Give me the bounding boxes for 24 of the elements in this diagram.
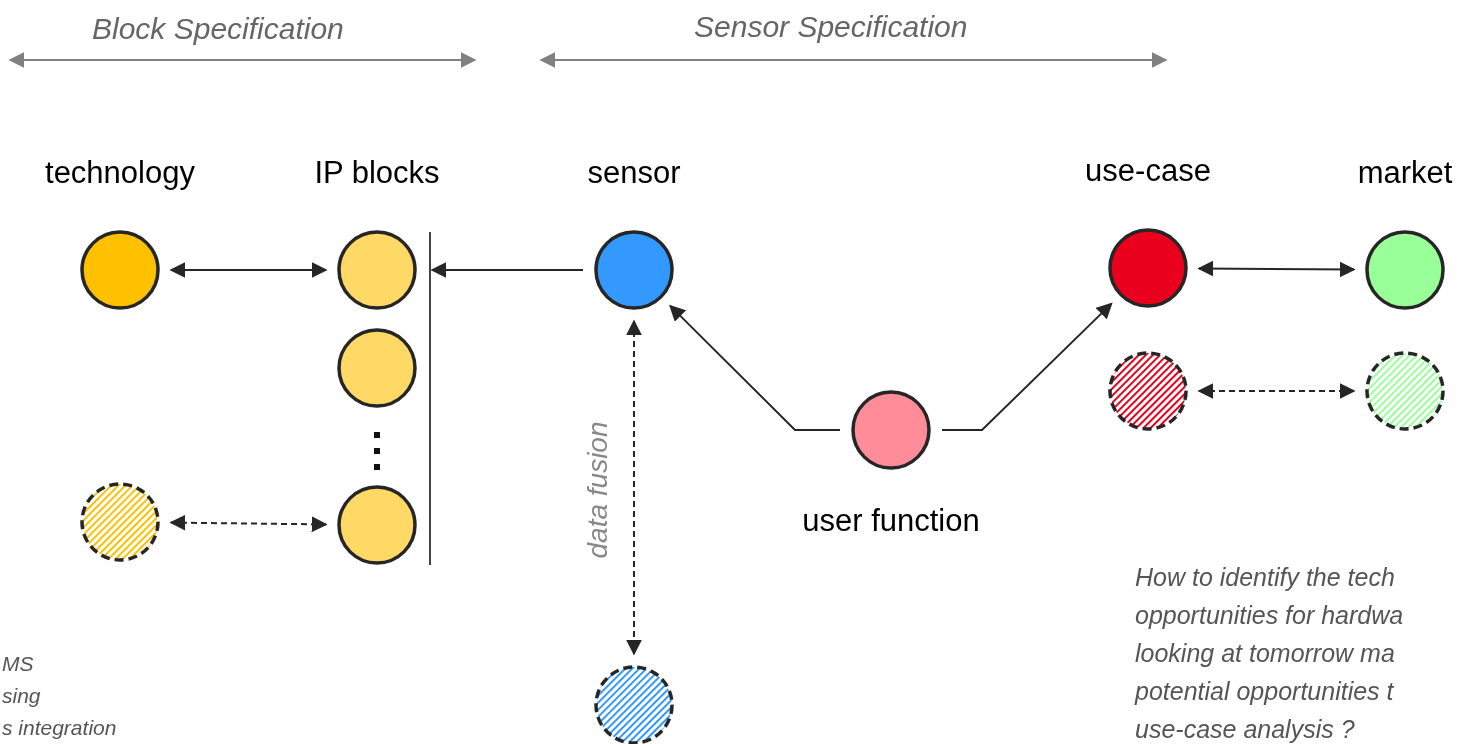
note-text: Sensor Specification [694, 9, 968, 45]
note-text: opportunities for hardwa [1135, 600, 1404, 631]
arrow [669, 304, 841, 431]
dashed-arrow [169, 514, 328, 533]
node-label: technology [45, 154, 195, 192]
note-text: sing [2, 683, 41, 709]
note-text: potential opportunities t [1135, 676, 1394, 707]
node-label: use-case [1085, 152, 1211, 190]
note-text: looking at tomorrow ma [1135, 638, 1395, 669]
dashed-arrow [1197, 383, 1356, 399]
dashed-arrow [626, 319, 642, 656]
node-label: market [1357, 154, 1453, 192]
node-label: IP blocks [314, 154, 440, 192]
note-text: MS [2, 651, 34, 677]
arrow [169, 262, 328, 278]
note-text: How to identify the tech [1135, 562, 1395, 593]
arrow [430, 262, 584, 278]
note-text: s integration [2, 715, 117, 741]
node-label: sensor [587, 154, 681, 192]
node-label: user function [802, 502, 980, 540]
arrow [1197, 260, 1356, 278]
note-text: Block Specification [92, 11, 344, 47]
arrow [941, 302, 1113, 431]
note-text: use-case analysis ? [1135, 714, 1355, 744]
